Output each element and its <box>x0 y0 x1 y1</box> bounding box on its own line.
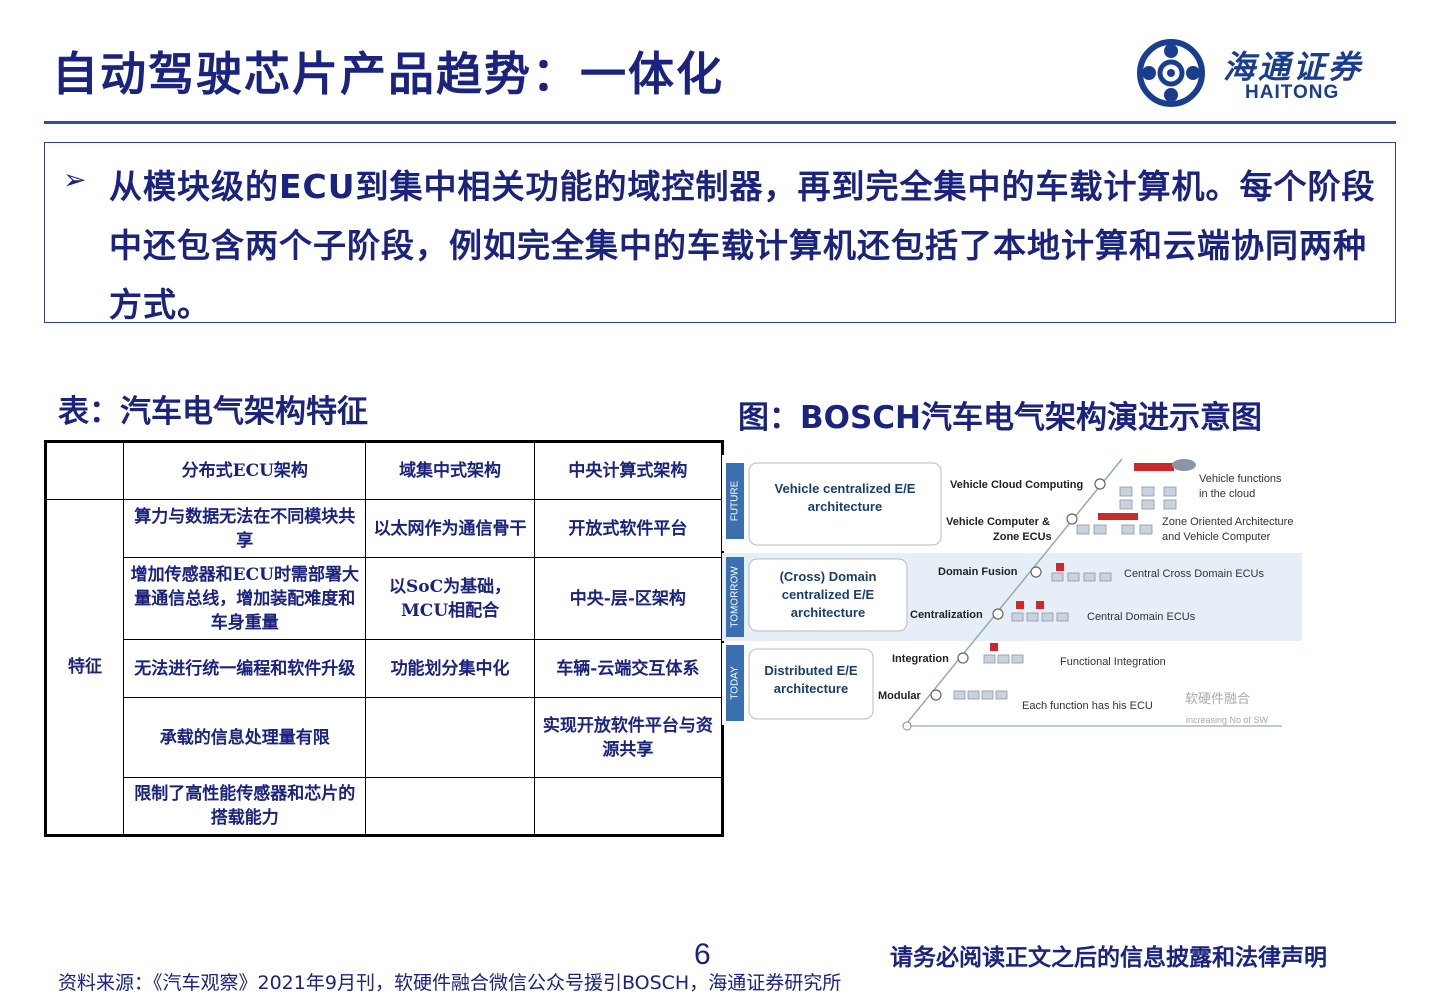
architecture-table: 分布式ECU架构 域集中式架构 中央计算式架构 特征 算力与数据无法在不同模块共… <box>44 440 724 837</box>
table-header-cell: 分布式ECU架构 <box>123 441 367 500</box>
page-number: 6 <box>694 938 711 971</box>
table-cell <box>365 697 535 778</box>
company-logo: 海通证券 HAITONG <box>1133 38 1388 108</box>
step-label: Vehicle Computer &Zone ECUs <box>946 516 1052 543</box>
step-desc: Functional Integration <box>1060 656 1166 668</box>
table-cell: 增加传感器和ECU时需部署大量通信总线，增加装配难度和车身重量 <box>123 557 367 640</box>
table-cell: 以太网作为通信骨干 <box>365 499 535 558</box>
table-cell <box>533 777 724 836</box>
title-divider <box>44 121 1396 124</box>
step-label: Integration <box>892 653 949 665</box>
table-cell: 算力与数据无法在不同模块共享 <box>123 499 367 558</box>
source-note: 资料来源：《汽车观察》2021年9月刊，软硬件融合微信公众号援引BOSCH，海通… <box>58 972 842 994</box>
step-desc: Central Domain ECUs <box>1087 611 1196 623</box>
table-cell: 以SoC为基础，MCU相配合 <box>365 557 535 640</box>
table-header-cell <box>44 441 125 500</box>
step-desc: Each function has his ECU <box>1022 700 1153 712</box>
table-cell: 承载的信息处理量有限 <box>123 697 367 778</box>
step-label: Centralization <box>910 609 983 621</box>
bullet-arrow-icon: ➢ <box>63 163 87 196</box>
table-cell: 限制了高性能传感器和芯片的搭载能力 <box>123 777 367 836</box>
table-header-row: 分布式ECU架构 域集中式架构 中央计算式架构 <box>44 441 724 500</box>
table-row: 无法进行统一编程和软件升级 功能划分集中化 车辆-云端交互体系 <box>46 639 724 698</box>
x-axis-label: increasing No of SW <box>1186 715 1269 725</box>
band-label: FUTURE <box>730 480 741 521</box>
page-title: 自动驾驶芯片产品趋势：一体化 <box>52 47 724 101</box>
step-label: Domain Fusion <box>938 566 1018 578</box>
step-label: Modular <box>878 690 921 702</box>
table-row: 特征 算力与数据无法在不同模块共享 以太网作为通信骨干 开放式软件平台 <box>44 499 724 836</box>
table-cell: 中央-层-区架构 <box>533 557 724 640</box>
step-desc: Central Cross Domain ECUs <box>1124 568 1264 580</box>
table-cell: 功能划分集中化 <box>365 639 535 698</box>
table-row: 承载的信息处理量有限 实现开放软件平台与资源共享 <box>46 697 724 778</box>
table-row: 限制了高性能传感器和芯片的搭载能力 <box>46 777 724 836</box>
table-cell: 无法进行统一编程和软件升级 <box>123 639 367 698</box>
table-caption: 表：汽车电气架构特征 <box>58 394 368 430</box>
band-label: TODAY <box>730 666 741 700</box>
table-cell: 开放式软件平台 <box>533 499 724 558</box>
watermark-text: 软硬件融合 <box>1185 691 1250 706</box>
table-cell: 实现开放软件平台与资源共享 <box>533 697 724 778</box>
row-label-cell: 特征 <box>44 499 125 836</box>
table-header-cell: 域集中式架构 <box>365 441 535 500</box>
figure-caption: 图：BOSCH汽车电气架构演进示意图 <box>738 400 1263 436</box>
summary-text: 从模块级的ECU到集中相关功能的域控制器，再到完全集中的车载计算机。每个阶段中还… <box>109 167 1376 324</box>
disclaimer: 请务必阅读正文之后的信息披露和法律声明 <box>890 944 1327 971</box>
table-cell: 车辆-云端交互体系 <box>533 639 724 698</box>
table-header-cell: 中央计算式架构 <box>533 441 724 500</box>
logo-text-cn: 海通证券 <box>1223 48 1364 86</box>
table-cell <box>365 777 535 836</box>
bosch-ee-architecture-diagram: FUTURE TOMORROW TODAY Vehicle centralize… <box>722 455 1302 731</box>
summary-callout: ➢ 从模块级的ECU到集中相关功能的域控制器，再到完全集中的车载计算机。每个阶段… <box>44 142 1396 324</box>
step-label: Vehicle Cloud Computing <box>950 479 1083 491</box>
logo-text-en: HAITONG <box>1245 82 1340 103</box>
band-label: TOMORROW <box>730 566 741 628</box>
haitong-logo-icon <box>1137 39 1205 107</box>
table-row: 增加传感器和ECU时需部署大量通信总线，增加装配难度和车身重量 以SoC为基础，… <box>46 557 724 640</box>
